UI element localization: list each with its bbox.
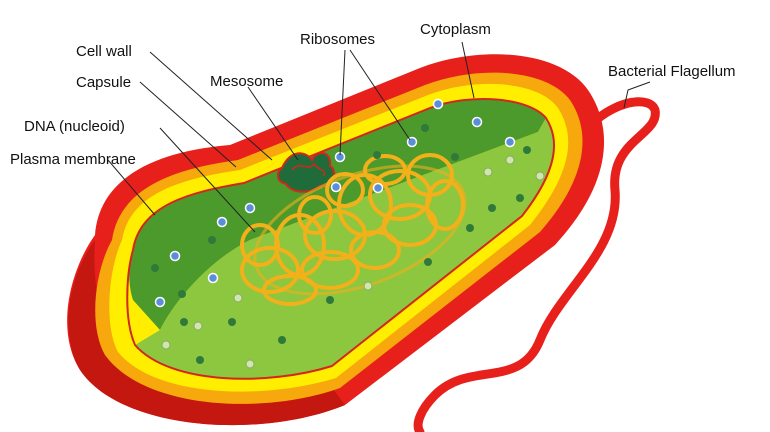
ribosome — [505, 155, 515, 165]
leader-cytoplasm — [461, 41, 475, 99]
label-ribosomes: Ribosomes — [300, 31, 375, 48]
leader-mesosome — [247, 86, 299, 161]
leader-ribosomes-2 — [349, 49, 411, 141]
ribosome — [151, 264, 159, 272]
ribosome — [161, 340, 171, 350]
ribosome — [330, 181, 342, 193]
label-plasma-membrane: Plasma membrane — [10, 151, 136, 168]
ribosome — [244, 202, 256, 214]
nucleoid-dna — [240, 153, 467, 306]
ribosome — [373, 151, 381, 159]
ribosome — [169, 250, 181, 262]
ribosome — [421, 124, 429, 132]
label-bacterial-flagellum: Bacterial Flagellum — [608, 63, 736, 80]
ribosome — [424, 258, 432, 266]
ribosome — [516, 194, 524, 202]
leader-dna — [159, 127, 256, 233]
ribosome — [178, 290, 186, 298]
ribosome — [504, 136, 516, 148]
label-cytoplasm: Cytoplasm — [420, 21, 491, 38]
ribosome — [180, 318, 188, 326]
leader-plasma-membrane — [107, 159, 156, 216]
mesosome-fold — [291, 162, 326, 177]
ribosome — [208, 236, 216, 244]
ribosome — [372, 182, 384, 194]
label-capsule: Capsule — [76, 74, 131, 91]
ribosome — [233, 293, 243, 303]
ribosome — [471, 116, 483, 128]
ribosome — [363, 281, 373, 291]
membrane-edge — [126, 98, 556, 380]
ribosome — [193, 321, 203, 331]
leader-flagellum — [623, 81, 651, 109]
leader-lines — [107, 41, 651, 233]
ribosome — [196, 356, 204, 364]
ribosome — [154, 296, 166, 308]
ribosome — [228, 318, 236, 326]
ribosome — [207, 272, 219, 284]
ribosome — [523, 146, 531, 154]
ribosome — [451, 153, 459, 161]
ribosome — [245, 359, 255, 369]
leader-ribosomes-1 — [339, 49, 346, 156]
ribosomes — [151, 98, 545, 369]
label-mesosome: Mesosome — [210, 73, 283, 90]
flagellum — [413, 97, 660, 432]
leader-capsule — [139, 81, 237, 168]
label-dna-nucleoid: DNA (nucleoid) — [24, 118, 125, 135]
ribosome — [466, 224, 474, 232]
ribosome — [278, 336, 286, 344]
ribosome — [488, 204, 496, 212]
leader-cell-wall — [149, 51, 273, 161]
ribosome — [535, 171, 545, 181]
ribosome — [216, 216, 228, 228]
label-cell-wall: Cell wall — [76, 43, 132, 60]
ribosome — [326, 296, 334, 304]
ribosome — [483, 167, 493, 177]
ribosome — [432, 98, 444, 110]
